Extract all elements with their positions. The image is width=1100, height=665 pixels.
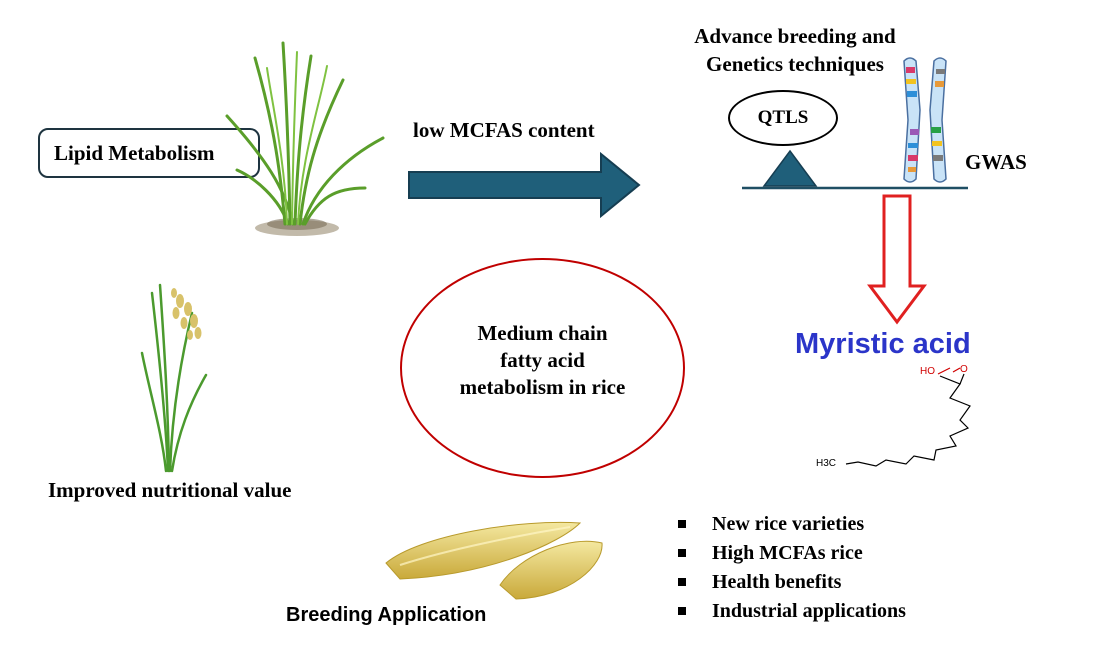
chromosome-icon [903,57,947,183]
down-arrow [867,194,927,325]
lipid-metabolism-box: Lipid Metabolism [38,128,260,178]
process-arrow [408,151,641,219]
lipid-metabolism-label: Lipid Metabolism [54,140,215,165]
center-line-2: fatty acid [500,348,585,372]
center-line-3: metabolism in rice [459,375,626,399]
benefits-list: New rice varieties High MCFAs rice Healt… [678,510,978,626]
list-item: New rice varieties [678,510,978,539]
qtls-ellipse: QTLS [728,90,838,146]
improved-nutritional-value-label: Improved nutritional value [48,478,292,502]
advance-line-2: Genetics techniques [706,52,884,76]
rice-plant-icon [225,41,385,236]
balance-line [742,186,968,190]
formula-ho: HO [920,366,935,377]
list-item: High MCFAs rice [678,539,978,568]
myristic-structure: HO O H3C [816,364,971,469]
low-mcfas-label: low MCFAS content [413,118,595,142]
advance-breeding-title: Advance breeding and Genetics techniques [660,22,930,78]
formula-o: O [960,364,968,375]
breeding-application-label: Breeding Application [286,604,487,626]
myristic-acid-label: Myristic acid [795,328,971,360]
central-ellipse-text: Medium chain fatty acid metabolism in ri… [420,320,665,401]
list-item: Industrial applications [678,597,978,626]
triangle-pivot-icon [762,149,818,187]
gwas-label: GWAS [965,150,1027,174]
list-item: Health benefits [678,568,978,597]
rice-grain-icon [385,521,603,600]
qtls-label: QTLS [757,107,809,128]
center-line-1: Medium chain [477,321,608,345]
rice-panicle-plant-icon [140,283,208,473]
advance-line-1: Advance breeding and [694,24,896,48]
central-ellipse [400,258,685,478]
formula-h3c: H3C [816,458,836,469]
